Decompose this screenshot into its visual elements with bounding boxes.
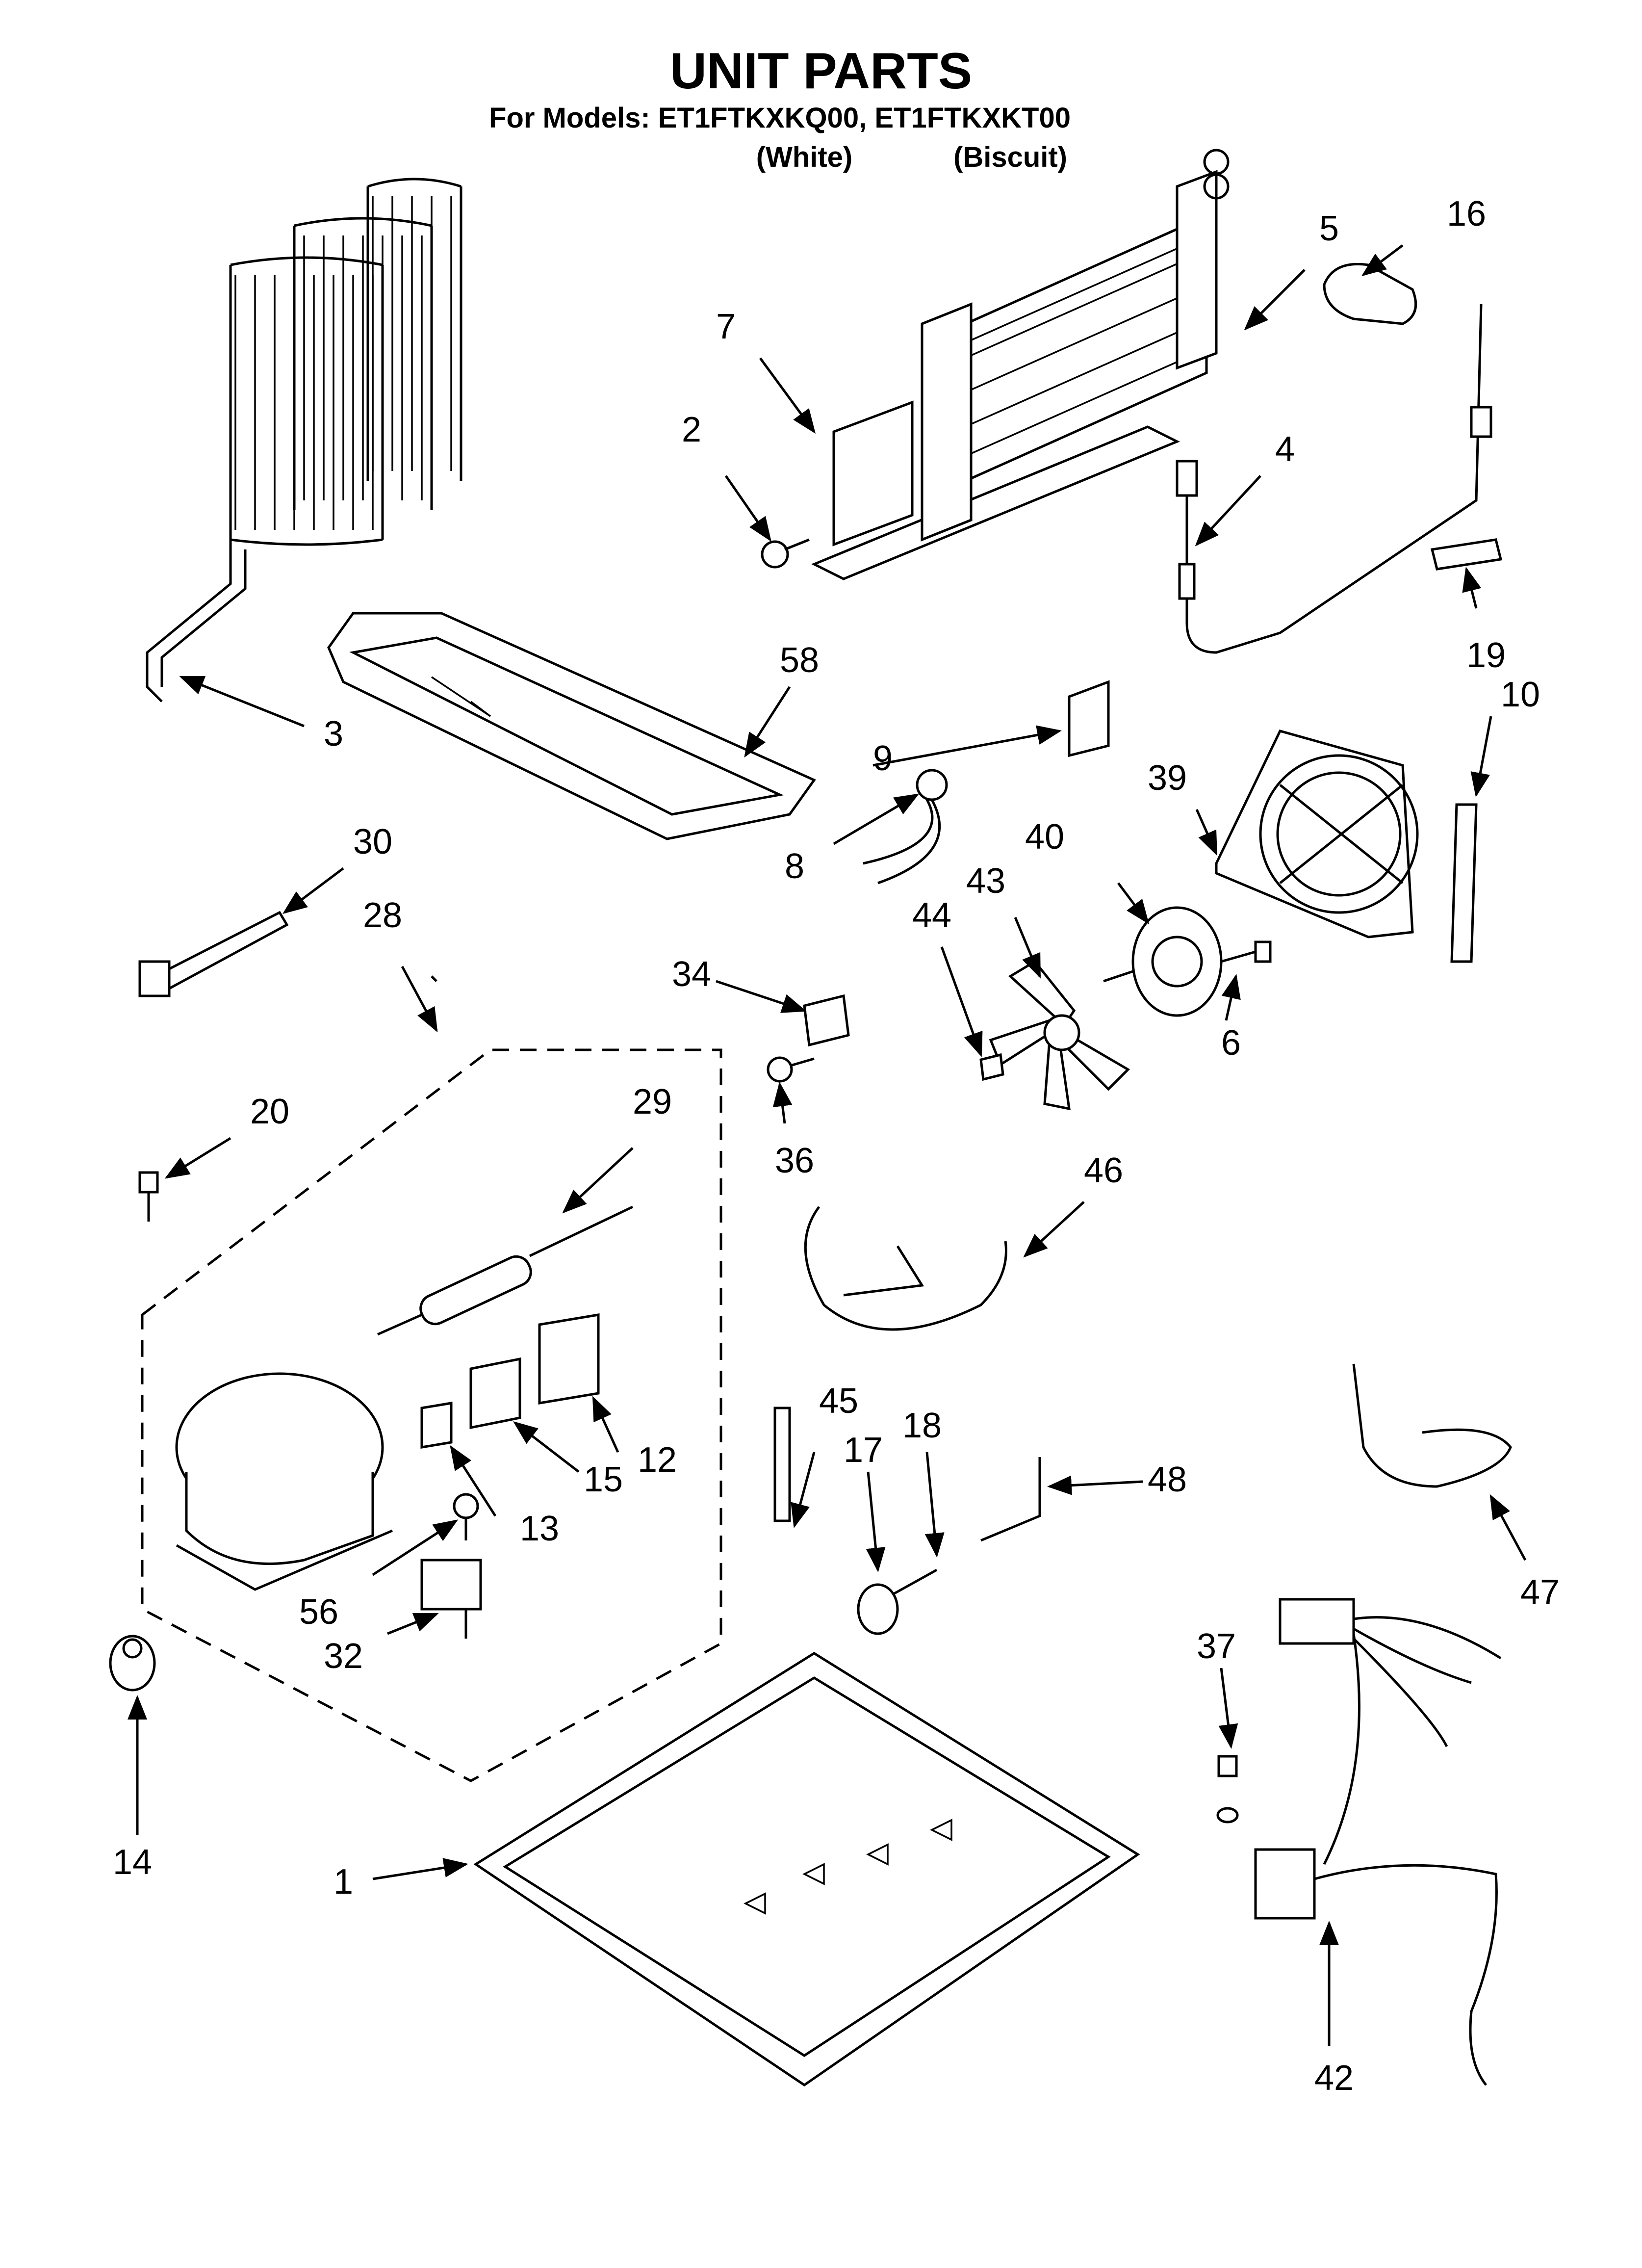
wire-harness-part — [1254, 1598, 1502, 2086]
condenser-coil-part — [146, 178, 462, 703]
fan-blade-part — [989, 960, 1130, 1111]
callout-58: 58 — [780, 641, 819, 680]
callout-39: 39 — [1148, 758, 1187, 798]
callout-30: 30 — [353, 822, 392, 861]
overload-part-15 — [469, 1357, 521, 1430]
callout-48: 48 — [1148, 1460, 1187, 1499]
callout-47: 47 — [1520, 1573, 1560, 1612]
screw-part-2 — [761, 538, 810, 569]
tube-part-46 — [804, 1206, 1007, 1331]
callout-43: 43 — [966, 861, 1005, 901]
relay-part-13 — [420, 1402, 453, 1449]
callout-29: 29 — [633, 1082, 672, 1121]
callout-44: 44 — [912, 896, 951, 935]
bracket-part-9 — [1068, 680, 1110, 757]
callout-labels: 1 2 3 4 5 6 7 8 9 10 12 13 14 15 16 17 1… — [113, 194, 1560, 2098]
callout-34: 34 — [672, 955, 711, 994]
models-line: For Models: ET1FTKXKQ00, ET1FTKXKT00 — [489, 102, 1071, 134]
callout-20: 20 — [250, 1092, 289, 1131]
page-title: UNIT PARTS — [670, 43, 972, 100]
drain-tray-part — [327, 612, 816, 840]
grommet-part-8 — [863, 769, 948, 885]
pin-part-18 — [892, 1568, 938, 1596]
leader-lines — [128, 244, 1527, 2046]
color-biscuit: (Biscuit) — [953, 141, 1067, 173]
callout-56: 56 — [299, 1592, 338, 1632]
callout-13: 13 — [520, 1509, 559, 1548]
callout-1: 1 — [334, 1862, 353, 1902]
pin-part-45 — [773, 1407, 791, 1522]
color-white: (White) — [756, 141, 853, 173]
callout-4: 4 — [1275, 430, 1295, 469]
compressor-assembly-part — [141, 1048, 722, 1782]
callout-14: 14 — [113, 1843, 152, 1882]
screw-part-56 — [453, 1493, 479, 1540]
callout-9: 9 — [873, 739, 893, 778]
capacitor-part-32 — [420, 1559, 482, 1639]
cover-part-12 — [538, 1313, 600, 1405]
callout-28: 28 — [363, 896, 402, 935]
callout-36: 36 — [775, 1141, 814, 1180]
callout-15: 15 — [584, 1460, 623, 1499]
clip-part-44 — [979, 1053, 1004, 1081]
callout-40: 40 — [1025, 817, 1064, 857]
callout-3: 3 — [324, 714, 343, 754]
cable-tie-part — [138, 911, 289, 997]
callout-37: 37 — [1197, 1627, 1236, 1666]
callout-12: 12 — [638, 1440, 677, 1480]
fan-shroud-part — [1215, 730, 1419, 938]
callout-46: 46 — [1084, 1151, 1123, 1190]
callout-2: 2 — [682, 410, 701, 449]
clip-part-19 — [1430, 538, 1503, 571]
fan-motor-part — [1103, 906, 1223, 1017]
callout-32: 32 — [324, 1637, 363, 1676]
callout-7: 7 — [716, 307, 736, 346]
screw-part-20 — [138, 1171, 159, 1222]
callout-17: 17 — [844, 1431, 883, 1470]
callout-45: 45 — [819, 1382, 858, 1421]
tube-part-48 — [980, 1457, 1041, 1542]
screw-part-37 — [1216, 1755, 1239, 1824]
wheel-part-17 — [857, 1583, 899, 1635]
base-pan-part — [473, 1652, 1140, 2087]
grommet-part-14 — [109, 1635, 156, 1692]
defrost-thermostat-part — [1176, 304, 1492, 654]
callout-19: 19 — [1466, 636, 1506, 675]
cap-part — [1323, 262, 1417, 325]
screw-part-36 — [767, 1056, 815, 1083]
evaporator-part — [811, 149, 1230, 580]
tube-part-47 — [1352, 1363, 1512, 1488]
callout-16: 16 — [1447, 194, 1486, 234]
callout-8: 8 — [785, 847, 804, 886]
bracket-part-34 — [803, 994, 850, 1047]
callout-42: 42 — [1314, 2059, 1354, 2098]
callout-5: 5 — [1319, 209, 1339, 248]
filter-drier-part — [377, 1205, 634, 1336]
callout-18: 18 — [902, 1406, 942, 1445]
strip-part-10 — [1450, 803, 1478, 963]
screw-part-6 — [1221, 940, 1272, 963]
callout-6: 6 — [1221, 1023, 1241, 1063]
callout-10: 10 — [1501, 675, 1540, 714]
